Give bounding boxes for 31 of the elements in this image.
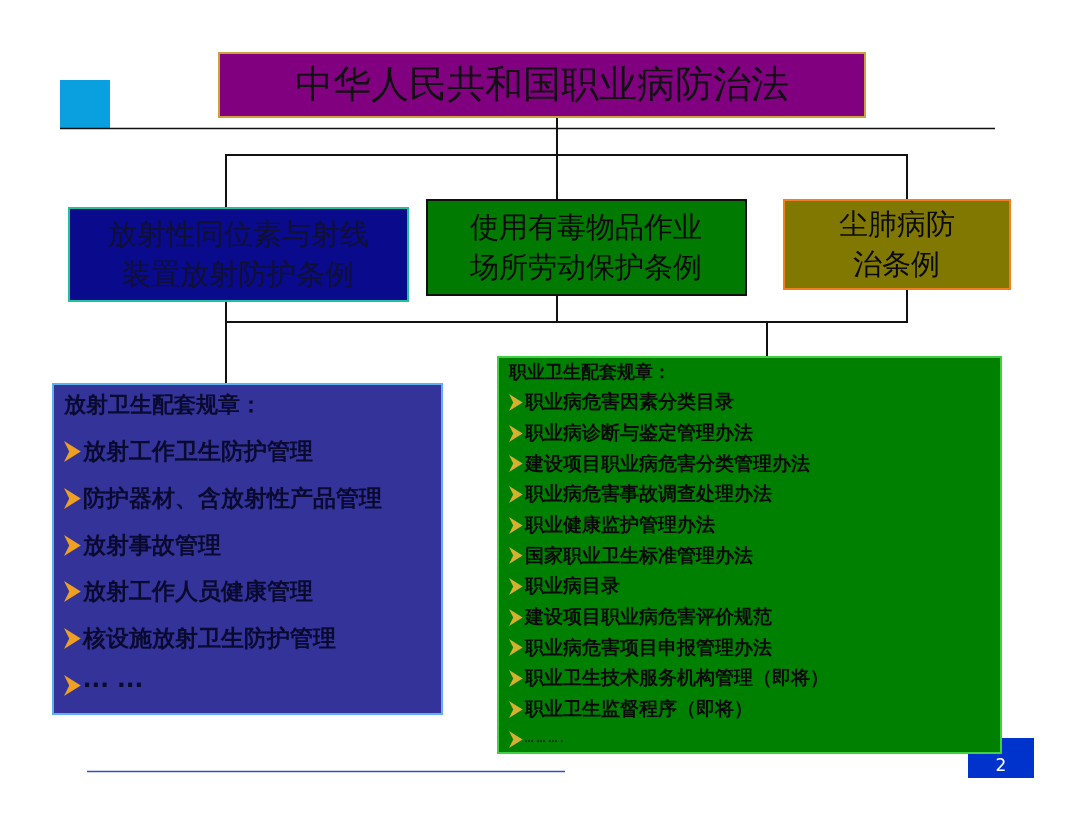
list-item: 防护器材、含放射性产品管理 xyxy=(82,484,382,511)
rules-list-panel xyxy=(497,356,1002,754)
connector-line xyxy=(766,289,908,357)
list-heading: 职业卫生配套规章： xyxy=(509,361,671,383)
list-item: 职业病危害项目申报管理办法 xyxy=(524,636,772,658)
list-item: 职业卫生监督程序（即将） xyxy=(524,698,753,719)
list-item: 放射工作卫生防护管理 xyxy=(82,437,313,464)
list-item: 职业病诊断与鉴定管理办法 xyxy=(524,421,753,443)
list-item: 放射事故管理 xyxy=(82,531,221,558)
list-item: 核设施放射卫生防护管理 xyxy=(82,624,336,651)
list-item: 职业病目录 xyxy=(524,575,620,597)
list-item: ··· ··· xyxy=(82,671,144,698)
regulation-box xyxy=(783,199,1011,290)
list-item: 职业病危害因素分类目录 xyxy=(524,391,734,413)
title-box xyxy=(218,52,866,118)
box-text: 放射性同位素与射线装置放射防护条例 xyxy=(107,216,370,293)
list-item: 职业病危害事故调查处理办法 xyxy=(524,483,772,505)
regulation-box xyxy=(426,199,747,296)
list-item: 放射工作人员健康管理 xyxy=(82,577,313,604)
rules-list-panel xyxy=(52,383,443,715)
list-item: 建设项目职业病危害分类管理办法 xyxy=(524,452,810,474)
title-text: 中华人民共和国职业病防治法 xyxy=(295,61,789,109)
list-item: 职业健康监护管理办法 xyxy=(524,513,715,535)
list-item: 建设项目职业病危害评价规范 xyxy=(524,606,772,627)
regulation-box xyxy=(68,207,409,302)
list-item: 国家职业卫生标准管理办法 xyxy=(524,544,753,566)
list-heading: 放射卫生配套规章： xyxy=(64,392,262,418)
list-item: 职业卫生技术服务机构管理（即将） xyxy=(524,667,829,689)
box-text: 使用有毒物品作业场所劳动保护条例 xyxy=(469,209,704,286)
list-item: ... ... ... . xyxy=(524,734,564,744)
box-text: 尘肺病防治条例 xyxy=(838,206,956,283)
